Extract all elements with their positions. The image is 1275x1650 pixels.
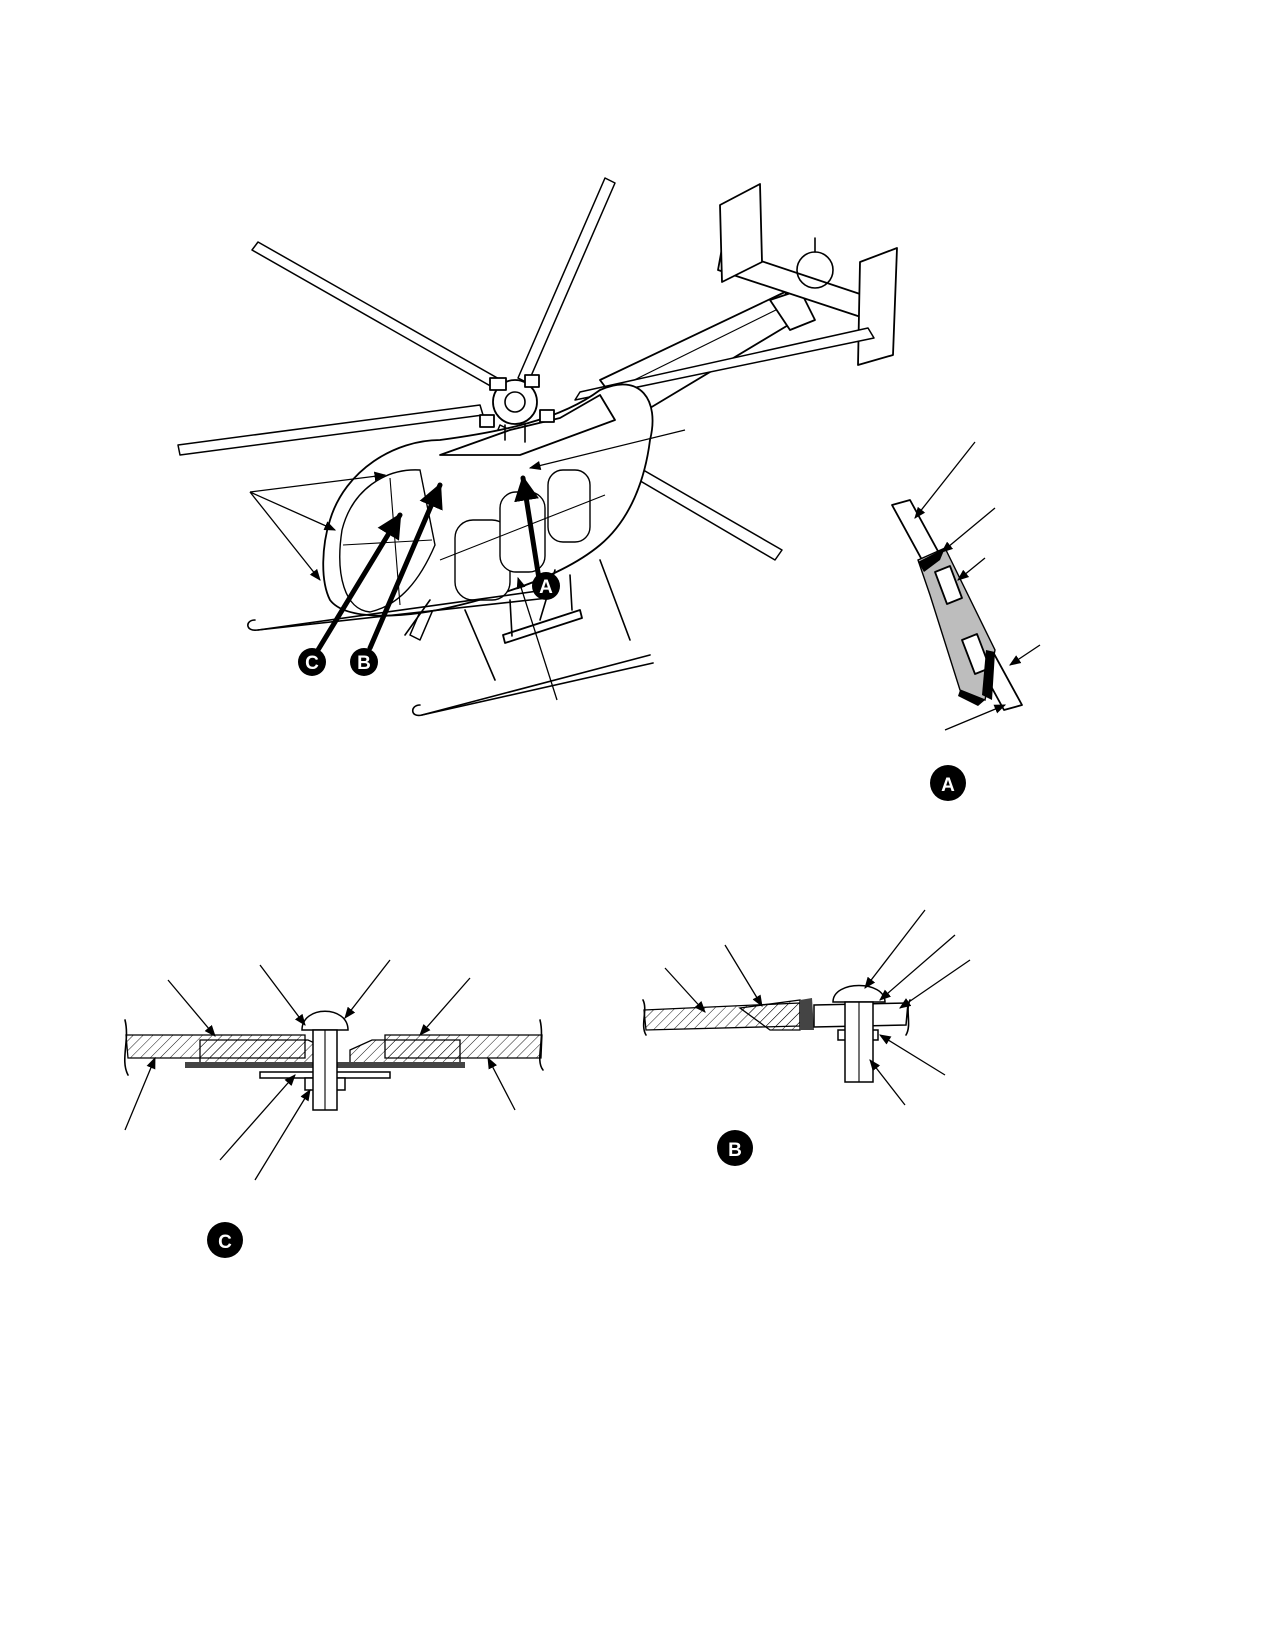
- detail-c-label: C: [218, 1232, 232, 1253]
- callout-c-small: C: [298, 648, 326, 676]
- detail-pointers: [315, 475, 543, 653]
- helicopter-leaders: [249, 429, 686, 701]
- callout-a-detail: A: [930, 765, 966, 801]
- detail-b-label: B: [728, 1140, 742, 1161]
- callout-b-label: B: [357, 653, 371, 674]
- detail-c-view: C: [124, 959, 544, 1258]
- sealant-bead: [917, 547, 996, 701]
- detail-a-view: A: [891, 441, 1041, 801]
- detail-a-label: A: [941, 775, 955, 796]
- rotor-hub: [479, 374, 555, 443]
- fuselage: [322, 383, 654, 617]
- callout-a-small: A: [532, 572, 560, 600]
- callout-a-label: A: [539, 577, 553, 598]
- helicopter-view: A B C: [177, 177, 898, 717]
- callout-b-detail: B: [717, 1130, 753, 1166]
- tail-boom: [599, 289, 816, 421]
- callout-b-small: B: [350, 648, 378, 676]
- callout-c-label: C: [305, 653, 319, 674]
- landing-gear: [247, 559, 654, 717]
- detail-b-view: B: [642, 909, 971, 1166]
- callout-c-detail: C: [207, 1222, 243, 1258]
